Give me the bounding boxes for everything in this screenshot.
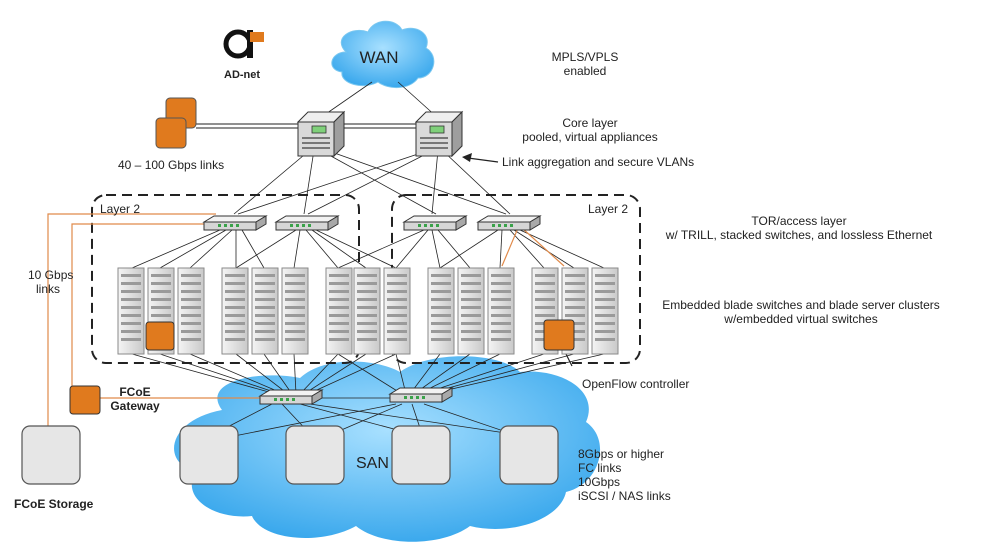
link-aggregation-arrow — [462, 153, 499, 163]
blade-line-2: w/embedded virtual switches — [724, 312, 878, 326]
fcoe-gw-line-1: FCoE — [119, 385, 151, 399]
link-aggregation-label: Link aggregation and secure VLANs — [502, 155, 695, 169]
layer2-right-label: Layer 2 — [588, 202, 629, 216]
blade-server[interactable] — [353, 267, 381, 355]
fcoe-gateway[interactable] — [69, 385, 101, 415]
blade-server[interactable] — [427, 267, 455, 355]
logo-text: AD-net — [224, 69, 261, 81]
ten-gbps-line-1: 10 Gbps — [28, 268, 74, 282]
mpls-line-2: enabled — [563, 64, 607, 78]
blade-server[interactable] — [251, 267, 279, 355]
blade-server[interactable] — [177, 267, 205, 355]
san-switch-left[interactable] — [259, 389, 323, 405]
ten-gbps-line-2: links — [36, 282, 61, 296]
core-line-2: pooled, virtual appliances — [522, 130, 658, 144]
orange-links — [47, 213, 573, 428]
core-router-right[interactable] — [415, 111, 463, 157]
blade-server[interactable] — [487, 267, 515, 355]
core-router-left[interactable] — [297, 111, 345, 157]
core-line-1: Core layer — [562, 116, 618, 130]
san-storage-array[interactable] — [391, 425, 451, 485]
wan-cloud — [331, 20, 435, 88]
blade-server[interactable] — [281, 267, 309, 355]
fcoe-gateway-label: FCoE Gateway — [104, 385, 166, 413]
tor-line-1: TOR/access layer — [751, 214, 847, 228]
blade-server[interactable] — [457, 267, 485, 355]
tor-switch-1[interactable] — [203, 215, 267, 231]
ten-gbps-label: 10 Gbps links — [28, 268, 73, 296]
fcoe-storage-label: FCoE Storage — [14, 497, 94, 511]
wan-label: WAN — [359, 48, 399, 67]
mpls-line-1: MPLS/VPLS — [551, 50, 619, 64]
layer2-left-label: Layer 2 — [100, 202, 141, 216]
gbps-links-label: 40 – 100 Gbps links — [118, 158, 225, 172]
tor-switch-3[interactable] — [403, 215, 467, 231]
tor-line-2: w/ TRILL, stacked switches, and lossless… — [665, 228, 933, 242]
san-links-line-4: iSCSI / NAS links — [578, 489, 671, 503]
san-storage-array[interactable] — [179, 425, 239, 485]
tor-switch-4[interactable] — [477, 215, 541, 231]
tor-layer-label: TOR/access layer w/ TRILL, stacked switc… — [646, 214, 952, 242]
san-switch-right[interactable] — [389, 387, 453, 403]
blade-server[interactable] — [325, 267, 353, 355]
ad-net-logo — [223, 29, 264, 59]
blade-server[interactable] — [383, 267, 411, 355]
mpls-label: MPLS/VPLS enabled — [540, 50, 630, 78]
san-links-line-1: 8Gbps or higher — [578, 447, 665, 461]
san-storage-array[interactable] — [499, 425, 559, 485]
network-links — [131, 81, 605, 441]
blade-label: Embedded blade switches and blade server… — [644, 298, 958, 326]
blade-server[interactable] — [591, 267, 619, 355]
blade-server[interactable] — [221, 267, 249, 355]
core-layer-label: Core layer pooled, virtual appliances — [510, 116, 670, 144]
virtual-switch-controller[interactable] — [145, 321, 175, 351]
fcoe-storage-array[interactable] — [21, 425, 81, 485]
san-links-label: 8Gbps or higher FC links 10Gbps iSCSI / … — [578, 447, 671, 503]
san-label: SAN — [356, 455, 389, 472]
san-links-line-3: 10Gbps — [578, 475, 621, 489]
san-links-line-2: FC links — [578, 461, 622, 475]
openflow-label: OpenFlow controller — [582, 377, 690, 391]
san-storage-array[interactable] — [285, 425, 345, 485]
blade-server[interactable] — [117, 267, 145, 355]
appliance-lower[interactable] — [155, 117, 187, 149]
fcoe-gw-line-2: Gateway — [110, 399, 160, 413]
layer2-left-box — [91, 194, 360, 364]
openflow-controller[interactable] — [543, 319, 575, 351]
blade-line-1: Embedded blade switches and blade server… — [662, 298, 940, 312]
tor-switch-2[interactable] — [275, 215, 339, 231]
